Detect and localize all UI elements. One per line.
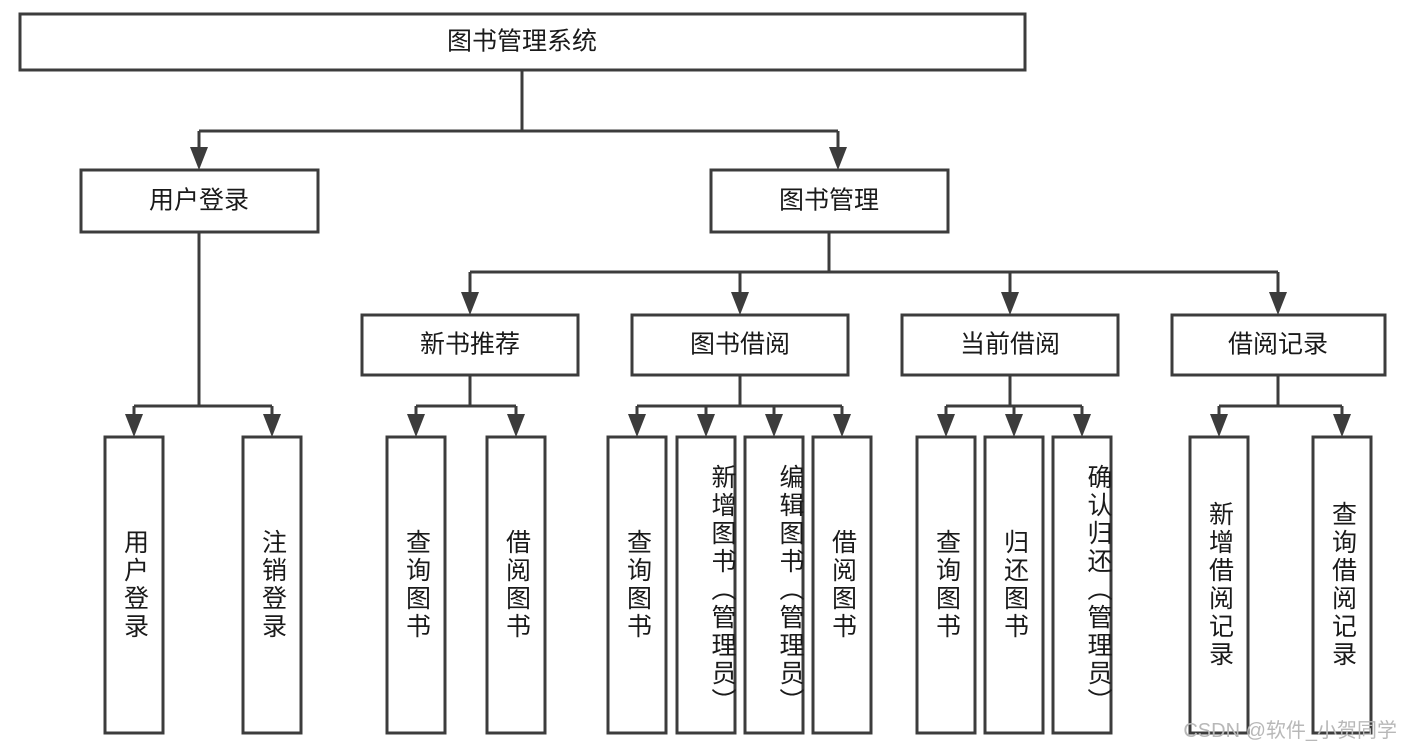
arrow-to-leaf-borrow-book-2 bbox=[833, 414, 851, 437]
current-borrow-label: 当前借阅 bbox=[960, 331, 1060, 359]
new-book-recommend-box[interactable] bbox=[360, 313, 580, 377]
user-login-label: 用户登录 bbox=[149, 187, 249, 215]
leaf-user-login-box[interactable] bbox=[103, 435, 165, 735]
edge-currentborrow-to-leaves bbox=[944, 375, 1084, 418]
node-current-borrow[interactable]: 当前借阅 bbox=[900, 313, 1120, 377]
node-borrow-record[interactable]: 借阅记录 bbox=[1170, 313, 1387, 377]
leaf-edit-book-box[interactable] bbox=[743, 435, 805, 735]
node-user-login[interactable]: 用户登录 bbox=[79, 168, 320, 234]
node-new-book-recommend[interactable]: 新书推荐 bbox=[360, 313, 580, 377]
leaf-box-layer bbox=[103, 435, 1373, 735]
leaf-borrow-book-1-box[interactable] bbox=[485, 435, 547, 735]
borrow-record-box[interactable] bbox=[1170, 313, 1387, 377]
edge-newbook-to-leaves bbox=[414, 375, 518, 418]
leaf-user-logout-box[interactable] bbox=[241, 435, 303, 735]
root-label: 图书管理系统 bbox=[447, 28, 597, 56]
node-book-borrow[interactable]: 图书借阅 bbox=[630, 313, 850, 377]
root-box[interactable] bbox=[18, 12, 1027, 72]
arrow-root-to-book-management bbox=[829, 147, 847, 170]
book-management-box[interactable] bbox=[709, 168, 950, 234]
current-borrow-box[interactable] bbox=[900, 313, 1120, 377]
user-login-box[interactable] bbox=[79, 168, 320, 234]
leaf-query-book-1-box[interactable] bbox=[385, 435, 447, 735]
edge-bookborrow-to-leaves bbox=[635, 375, 844, 418]
arrow-to-leaf-borrow-book-1 bbox=[507, 414, 525, 437]
arrow-to-current-borrow bbox=[1001, 292, 1019, 315]
node-root[interactable]: 图书管理系统 bbox=[18, 12, 1027, 72]
leaf-borrow-book-2-box[interactable] bbox=[811, 435, 873, 735]
connector-layer bbox=[125, 70, 1351, 437]
borrow-record-label: 借阅记录 bbox=[1228, 331, 1328, 359]
edge-bookmgmt-to-level3 bbox=[468, 232, 1280, 295]
edge-root-to-level2 bbox=[197, 70, 840, 150]
arrow-root-to-user-login bbox=[190, 147, 208, 170]
node-book-management[interactable]: 图书管理 bbox=[709, 168, 950, 234]
arrow-to-leaf-add-book bbox=[697, 414, 715, 437]
arrow-to-leaf-query-record bbox=[1333, 414, 1351, 437]
arrow-to-leaf-edit-book bbox=[765, 414, 783, 437]
arrow-to-book-borrow bbox=[731, 292, 749, 315]
leaf-return-book-box[interactable] bbox=[983, 435, 1045, 735]
book-borrow-label: 图书借阅 bbox=[690, 331, 790, 359]
book-management-label: 图书管理 bbox=[779, 187, 879, 215]
arrow-to-borrow-record bbox=[1269, 292, 1287, 315]
leaf-add-book-box[interactable] bbox=[675, 435, 737, 735]
leaf-query-book-2-box[interactable] bbox=[606, 435, 668, 735]
edge-borrowrecord-to-leaves bbox=[1217, 375, 1344, 418]
leaf-add-record-box[interactable] bbox=[1188, 435, 1250, 735]
arrow-to-leaf-query-book-1 bbox=[407, 414, 425, 437]
leaf-query-record-box[interactable] bbox=[1311, 435, 1373, 735]
arrow-to-leaf-user-logout bbox=[263, 414, 281, 437]
arrow-to-leaf-query-book-2 bbox=[628, 414, 646, 437]
arrow-to-leaf-confirm-return bbox=[1073, 414, 1091, 437]
arrow-to-leaf-add-record bbox=[1210, 414, 1228, 437]
arrow-to-leaf-user-login bbox=[125, 414, 143, 437]
book-borrow-box[interactable] bbox=[630, 313, 850, 377]
arrow-to-leaf-query-book-3 bbox=[937, 414, 955, 437]
edge-userlogin-to-leaves bbox=[132, 232, 274, 418]
arrow-to-new-book-recommend bbox=[461, 292, 479, 315]
arrow-to-leaf-return-book bbox=[1005, 414, 1023, 437]
leaf-query-book-3-box[interactable] bbox=[915, 435, 977, 735]
csdn-watermark: CSDN @软件_小贺同学 bbox=[1183, 720, 1397, 742]
leaf-confirm-return-box[interactable] bbox=[1051, 435, 1113, 735]
new-book-recommend-label: 新书推荐 bbox=[420, 331, 520, 359]
